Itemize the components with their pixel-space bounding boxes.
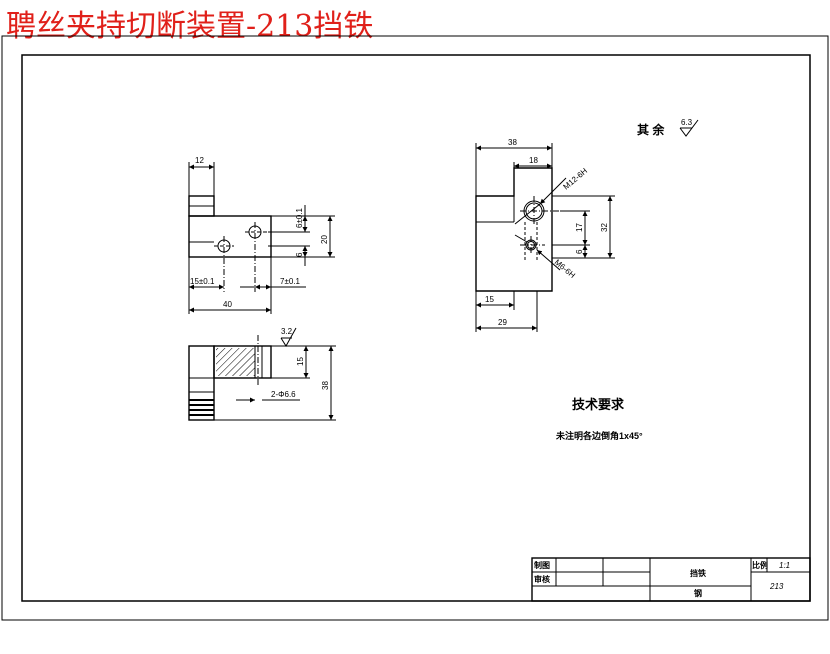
title-block-scale-value: 1:1 <box>779 561 790 570</box>
top-dim-15: 15 <box>296 357 305 366</box>
side-dim-18: 18 <box>529 156 538 165</box>
tech-req-heading: 技术要求 <box>572 397 625 412</box>
front-dim-20: 20 <box>320 235 329 244</box>
roughness-value: 6.3 <box>681 118 693 127</box>
top-view <box>188 327 336 421</box>
top-surface-roughness: 3.2 <box>281 327 293 336</box>
roughness-label: 其 余 <box>637 122 665 137</box>
top-dim-38: 38 <box>321 381 330 390</box>
top-hole-note: 2-Φ6.6 <box>271 390 296 399</box>
inner-border <box>21 54 811 602</box>
front-dim-6-lower: 6 <box>295 252 304 257</box>
tech-req-note: 未注明各边倒角1x45° <box>555 430 643 441</box>
outer-border <box>1 35 829 621</box>
side-dim-6: 6 <box>575 249 584 254</box>
title-block-scale-label: 比例 <box>752 560 768 570</box>
side-dim-38: 38 <box>508 138 517 147</box>
front-dim-12: 12 <box>195 156 204 165</box>
title-block-part-name: 挡铁 <box>690 568 706 578</box>
side-dim-29: 29 <box>498 318 507 327</box>
roughness-symbol <box>679 119 699 137</box>
side-thread-m6: M6-6H <box>553 258 577 280</box>
front-view <box>188 162 335 314</box>
front-dim-15: 15±0.1 <box>190 277 215 286</box>
front-dim-40: 40 <box>223 300 232 309</box>
title-block-material: 钢 <box>694 588 702 598</box>
side-dim-15: 15 <box>485 295 494 304</box>
side-dim-32: 32 <box>600 223 609 232</box>
title-block-checked: 审核 <box>534 574 550 584</box>
front-dim-7: 7±0.1 <box>280 277 301 286</box>
title-block-drawn: 制图 <box>534 560 550 570</box>
drawing-title: 聘丝夹持切断装置-213挡铁 <box>6 9 374 44</box>
front-dim-6-upper: 6±0.1 <box>295 207 304 228</box>
side-dim-17: 17 <box>575 223 584 232</box>
title-block <box>531 557 811 602</box>
title-block-drawing-no: 213 <box>769 582 784 591</box>
side-view <box>475 143 615 332</box>
